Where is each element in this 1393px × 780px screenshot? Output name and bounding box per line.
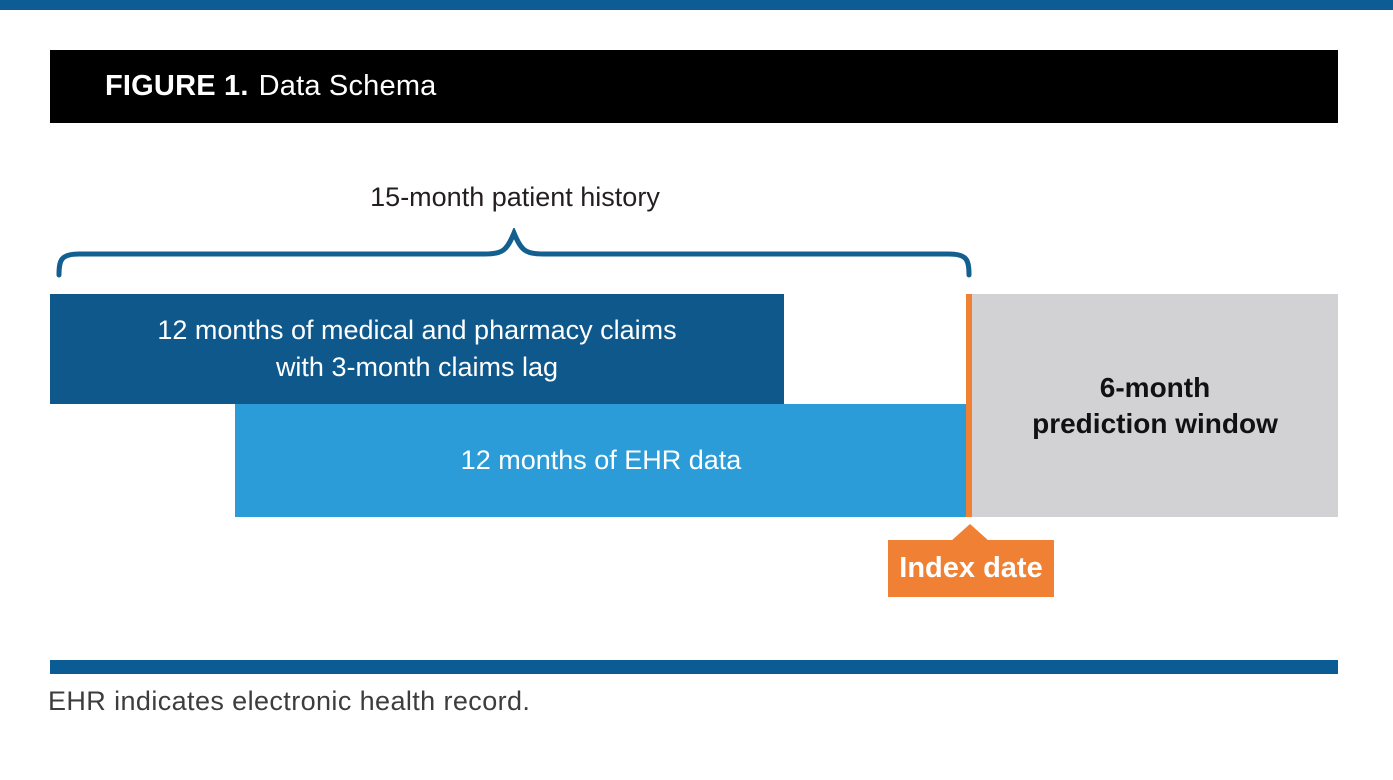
figure-number-label: FIGURE 1. [105,70,249,102]
claims-bar-label-line2: with 3-month claims lag [275,352,559,382]
claims-bar-label-line1: 12 months of medical and pharmacy claims [157,315,677,345]
ehr-bar: 12 months of EHR data [235,404,967,517]
claims-bar: 12 months of medical and pharmacy claims… [50,294,784,404]
history-brace-label: 15-month patient history [370,182,660,212]
figure-title: Data Schema [258,70,437,102]
index-date-line [966,294,972,517]
figure-footnote: EHR indicates electronic health record. [48,686,531,716]
prediction-window-bar: 6-month prediction window [972,294,1338,517]
index-date-label: Index date [899,552,1043,584]
index-date-pointer-triangle [951,524,989,541]
prediction-window-label-line2: prediction window [1032,407,1278,439]
history-brace [56,228,972,278]
top-rule [0,0,1393,10]
index-date-badge: Index date [888,540,1054,597]
figure-header: FIGURE 1. Data Schema [50,50,1338,123]
bottom-rule [50,660,1338,674]
prediction-window-label-line1: 6-month [1099,371,1211,403]
ehr-bar-label: 12 months of EHR data [460,445,742,475]
